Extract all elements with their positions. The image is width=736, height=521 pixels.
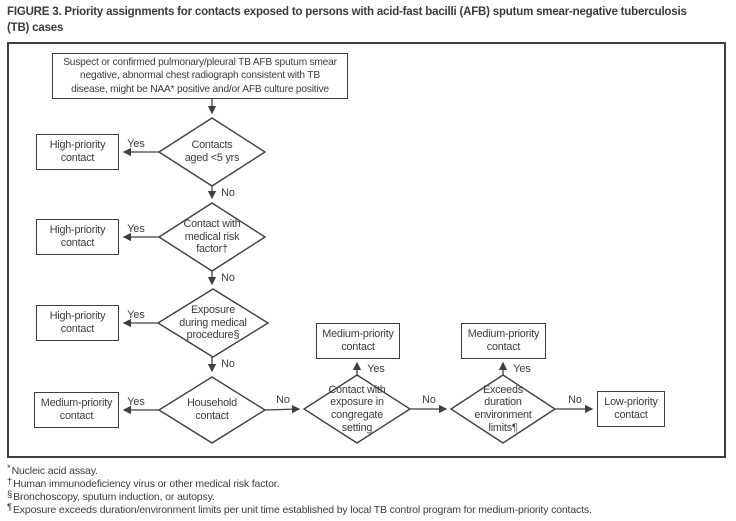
edge-label-yes-1: Yes <box>127 138 145 150</box>
decision-label-household-contact: Household contact <box>187 397 237 422</box>
footnote-nucleic-acid: *Nucleic acid assay. <box>7 463 733 478</box>
edge-label-yes-6: Yes <box>513 363 531 375</box>
start-node: Suspect or confirmed pulmonary/pleural T… <box>52 53 348 99</box>
decision-diamond-congregate-setting <box>302 374 412 444</box>
outcome-box-high-priority-3: High-priority contact <box>36 305 119 341</box>
outcome-box-medium-priority-2: Medium-priority contact <box>316 323 400 359</box>
decision-label-congregate-setting: Contact with exposure in congregate sett… <box>328 383 386 434</box>
edge-label-no-1: No <box>221 187 235 199</box>
edge-label-no-3: No <box>221 358 235 370</box>
decision-diamond-exposure-medical-procedure <box>156 288 270 358</box>
edge-label-no-6: No <box>568 394 582 406</box>
decision-label-exceeds-duration-limits: Exceeds duration environment limits¶ <box>474 383 532 434</box>
footnote-text: Bronchoscopy, sputum induction, or autop… <box>13 491 215 503</box>
footnotes: *Nucleic acid assay. †Human immunodefici… <box>7 463 733 517</box>
footnote-marker: * <box>7 463 11 474</box>
footnote-bronchoscopy: §Bronchoscopy, sputum induction, or auto… <box>7 489 733 504</box>
outcome-box-high-priority-1: High-priority contact <box>36 134 119 170</box>
decision-diamond-household-contact <box>157 376 267 444</box>
outcome-box-medium-priority-3: Medium-priority contact <box>461 323 546 359</box>
footnote-marker: ¶ <box>7 502 12 513</box>
decision-label-exposure-medical-procedure: Exposure during medical procedure§ <box>179 303 247 342</box>
decision-label-medical-risk-factor: Contact with medical risk factor† <box>183 217 241 256</box>
footnote-text: Human immunodeficiency virus or other me… <box>13 478 280 490</box>
footnote-marker: § <box>7 489 13 500</box>
footnote-text: Nucleic acid assay. <box>11 465 98 477</box>
outcome-box-low-priority-1: Low-priority contact <box>597 391 665 427</box>
edge-label-no-2: No <box>221 272 235 284</box>
outcome-box-medium-priority-1: Medium-priority contact <box>34 392 119 428</box>
edge-label-yes-3: Yes <box>127 309 145 321</box>
footnote-text: Exposure exceeds duration/environment li… <box>12 504 592 516</box>
edge-label-no-5: No <box>422 394 436 406</box>
edge-label-yes-2: Yes <box>127 223 145 235</box>
footnote-exposure-limits: ¶Exposure exceeds duration/environment l… <box>7 502 733 517</box>
figure-title: FIGURE 3. Priority assignments for conta… <box>7 6 687 34</box>
edge-label-yes-4: Yes <box>127 396 145 408</box>
decision-label-contacts-aged-under-5: Contacts aged <5 yrs <box>184 139 240 164</box>
footnote-hiv-risk: †Human immunodeficiency virus or other m… <box>7 476 733 491</box>
edge-label-yes-5: Yes <box>367 363 385 375</box>
footnote-marker: † <box>7 476 13 487</box>
decision-diamond-exceeds-duration-limits <box>449 374 557 444</box>
outcome-box-high-priority-2: High-priority contact <box>36 219 119 255</box>
flow-connector <box>264 404 301 414</box>
edge-label-no-4: No <box>276 394 290 406</box>
